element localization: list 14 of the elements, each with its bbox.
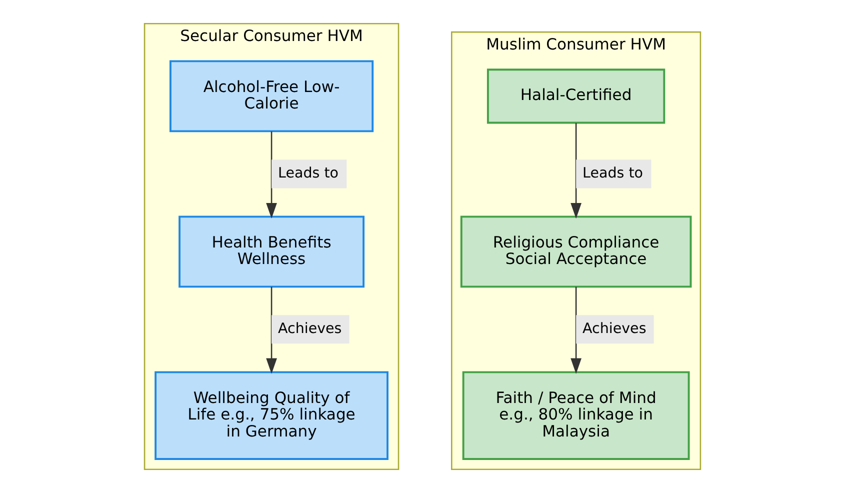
edge-label: Leads to	[278, 166, 339, 182]
node-box: Wellbeing Quality of Life e.g., 75% linkage in Germany	[154, 371, 388, 460]
edge-label: Achieves	[582, 321, 646, 338]
node-box: Alcohol-Free Low-Calorie	[170, 60, 374, 132]
node-box: Religious Compliance Social Acceptance	[460, 216, 692, 288]
edge-label: Achieves	[278, 321, 342, 338]
arrow	[570, 286, 582, 374]
node-box: Halal-Certified	[486, 68, 666, 124]
arrow	[266, 131, 277, 219]
node-box: Faith / Peace of Mind e.g., 80% linkage in Malaysia	[462, 371, 690, 460]
arrow	[570, 123, 582, 219]
edge-label: Leads to	[582, 166, 644, 182]
node-box: Health Benefits Wellness	[178, 216, 365, 288]
arrow	[266, 286, 277, 374]
